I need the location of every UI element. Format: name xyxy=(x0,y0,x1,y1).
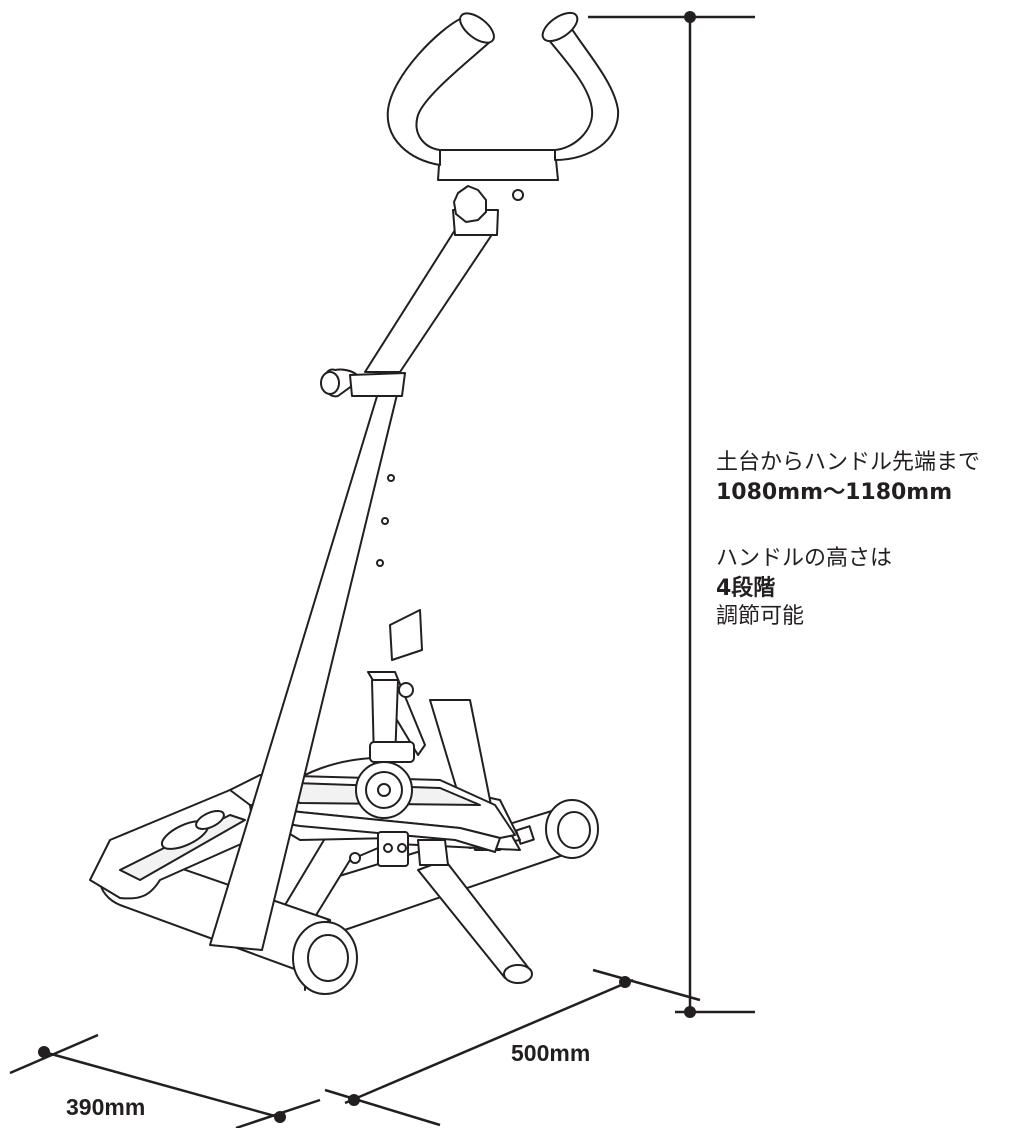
handlebar xyxy=(386,11,620,181)
height-bottom-marker xyxy=(684,1006,696,1018)
depth-left-marker xyxy=(348,1094,360,1106)
upright-post xyxy=(209,368,406,951)
stepper-machine-drawing xyxy=(89,11,620,995)
handle-adjustable: 調節可能 xyxy=(716,604,805,629)
pulley-assembly xyxy=(355,609,426,819)
dimension-markers xyxy=(38,11,696,1123)
height-range: 1080mm〜1180mm xyxy=(716,480,953,505)
depth-right-extension xyxy=(592,968,701,1002)
depth-left-extension xyxy=(324,1088,441,1127)
height-top-marker xyxy=(684,11,696,23)
height-caption: 土台からハンドル先端まで xyxy=(716,450,981,475)
width-left-marker xyxy=(38,1046,50,1058)
dimension-lines xyxy=(9,15,755,1128)
handle-caption: ハンドルの高さは xyxy=(716,546,893,571)
pivot-hardware xyxy=(349,831,449,867)
width-dimension-line xyxy=(43,1050,283,1120)
handle-levels: 4段階 xyxy=(716,576,776,601)
depth-dimension-line xyxy=(344,978,634,1105)
adjustment-knob xyxy=(453,185,524,223)
depth-right-marker xyxy=(619,976,631,988)
width-left-extension xyxy=(9,1033,99,1075)
handle-tube xyxy=(364,209,499,567)
width-label: 390mm xyxy=(66,1094,146,1120)
width-right-marker xyxy=(274,1111,286,1123)
depth-label: 500mm xyxy=(511,1040,591,1066)
